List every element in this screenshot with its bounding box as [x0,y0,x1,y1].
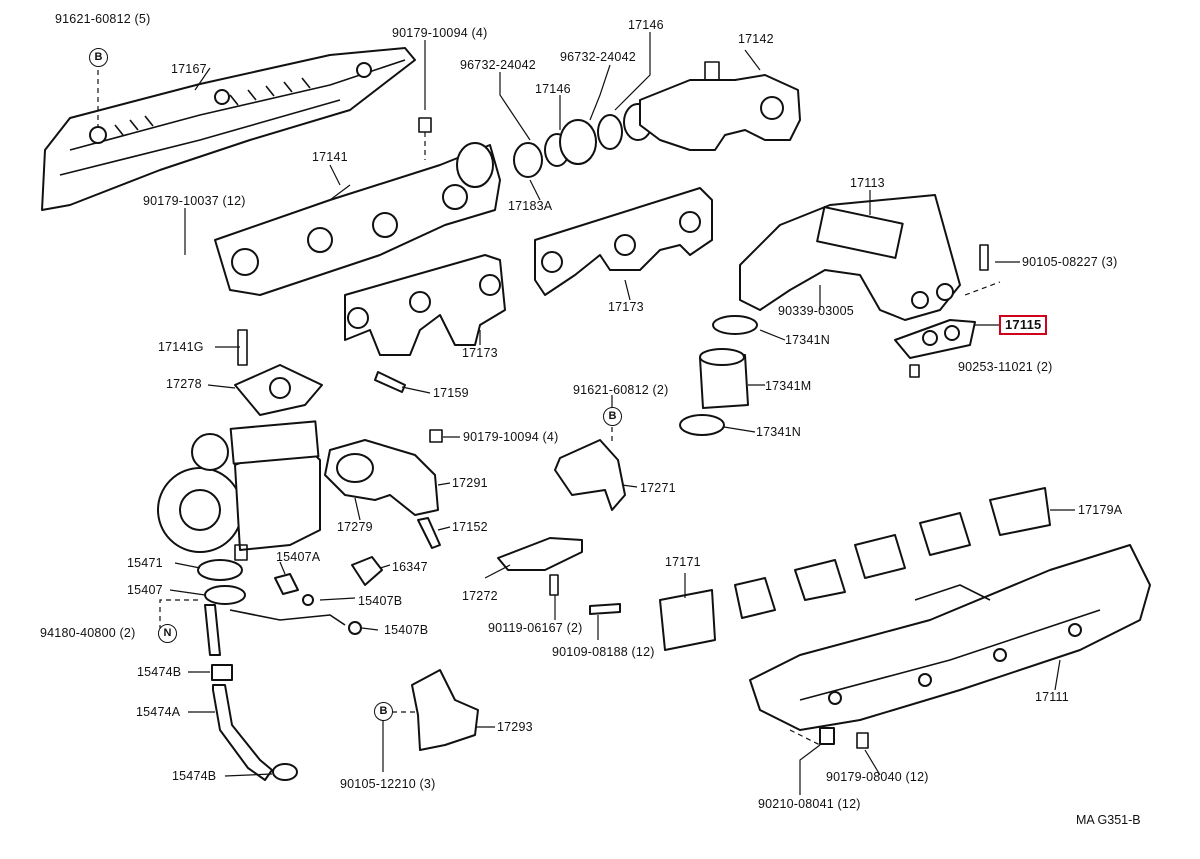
label-17159: 17159 [433,386,469,400]
label-90109-08188-12: 90109-08188 (12) [552,645,655,659]
label-90179-10094-4b: 90179-10094 (4) [463,430,559,444]
label-15407: 15407 [127,583,163,597]
label-17341M: 17341M [765,379,812,393]
label-17271: 17271 [640,481,676,495]
label-15474A: 15474A [136,705,181,719]
label-16347: 16347 [392,560,428,574]
label-15407A: 15407A [276,550,321,564]
diagram-reference-code: MA G351-B [1076,813,1141,827]
manifold-17111 [749,544,1151,749]
label-17113: 17113 [850,176,885,190]
bolt-90119 [549,574,559,596]
label-17171: 17171 [665,555,701,569]
label-17341N-a: 17341N [785,333,830,347]
label-17291: 17291 [452,476,488,490]
stud-90109 [589,603,621,615]
label-17115-highlighted[interactable]: 17115 [999,315,1048,335]
insulator-17271 [554,439,626,511]
elbow-17291 [324,429,443,549]
marker-n: N [158,624,177,643]
stud-17159 [374,371,406,393]
label-90179-08040-12: 90179-08040 (12) [826,770,929,784]
oil-pipe-assembly [197,556,383,781]
label-90119-06167-2: 90119-06167 (2) [488,621,583,635]
label-17111: 17111 [1035,690,1069,704]
leader-lines [159,32,1075,795]
intake-pipe-17113 [739,194,1001,321]
label-17278: 17278 [166,377,202,391]
gasket-17173-right [534,187,713,296]
label-96732-24042-a: 96732-24042 [460,58,536,72]
label-17279: 17279 [337,520,373,534]
label-17179A: 17179A [1078,503,1123,517]
stud-90253 [909,364,920,378]
label-17173-a: 17173 [462,346,498,360]
label-17173-b: 17173 [608,300,644,314]
label-17141G: 17141G [158,340,204,354]
label-90210-08041-12: 90210-08041 (12) [758,797,861,811]
label-90253-11021-2: 90253-11021 (2) [958,360,1053,374]
label-17183A: 17183A [508,199,553,213]
label-15474B-a: 15474B [137,665,182,679]
label-90105-12210-3: 90105-12210 (3) [340,777,436,791]
exhaust-pipe-17142 [639,61,801,151]
gasket-17173-left [344,254,506,356]
label-17341N-b: 17341N [756,425,801,439]
label-90105-08227-3: 90105-08227 (3) [1022,255,1118,269]
label-90179-10037-12: 90179-10037 (12) [143,194,246,208]
label-17142: 17142 [738,32,774,46]
label-17293: 17293 [497,720,533,734]
gasket-17115 [894,319,976,359]
label-17146-mid: 17146 [535,82,571,96]
label-15471: 15471 [127,556,163,570]
gasket-row-17171-17179A [659,487,1051,651]
label-17152: 17152 [452,520,488,534]
marker-b: B [374,702,393,721]
label-96732-24042-b: 96732-24042 [560,50,636,64]
label-17167: 17167 [171,62,207,76]
marker-b: B [603,407,622,426]
label-15407B-b: 15407B [384,623,429,637]
label-91621-60812-2: 91621-60812 (2) [573,383,669,397]
label-17272: 17272 [462,589,498,603]
turbocharger [157,420,321,561]
label-17141: 17141 [312,150,348,164]
heat-insulator-17167 [41,47,416,211]
clamp-rings [513,103,653,178]
label-15474B-b: 15474B [172,769,217,783]
marker-b: B [89,48,108,67]
label-91621-60812-5: 91621-60812 (5) [55,12,151,26]
label-94180-40800-2: 94180-40800 (2) [40,626,136,640]
bracket-17272 [497,537,583,571]
label-90179-10094-4: 90179-10094 (4) [392,26,488,40]
label-15407B-a: 15407B [358,594,403,608]
hose-17341 [679,315,758,436]
label-17146-top: 17146 [628,18,664,32]
label-90339-03005: 90339-03005 [778,304,854,318]
bracket-17293 [411,669,479,751]
manifold-17141 [214,117,501,296]
